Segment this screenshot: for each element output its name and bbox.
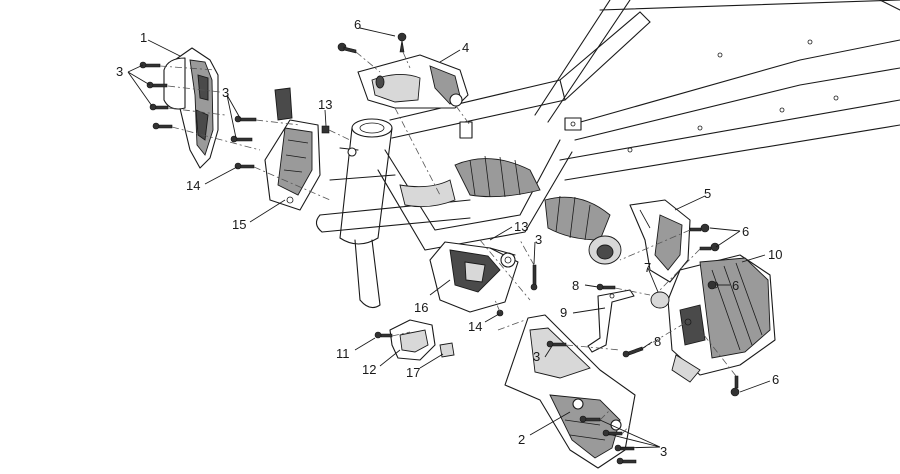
callout-10: 10 [768, 247, 782, 262]
callout-13-upper: 13 [318, 97, 332, 112]
callout-4: 4 [462, 40, 469, 55]
callout-3-upper-mid: 3 [222, 85, 229, 100]
callout-11: 11 [336, 346, 350, 361]
callout-12: 12 [362, 362, 376, 377]
callout-9: 9 [560, 305, 567, 320]
callout-6-mid-right: 6 [732, 278, 739, 293]
assembly-lines [159, 51, 737, 435]
callout-16: 16 [414, 300, 428, 315]
callout-7: 7 [644, 260, 651, 275]
part-9-bracket [587, 289, 635, 353]
part-7-plug [650, 291, 670, 309]
callout-6-top: 6 [354, 17, 361, 32]
callout-6-right: 6 [742, 224, 749, 239]
callout-3-bottom: 3 [660, 444, 667, 459]
callout-3-center: 3 [535, 232, 542, 247]
callout-1: 1 [140, 30, 147, 45]
callout-15: 15 [232, 217, 246, 232]
leader-lines [127, 27, 771, 449]
part-12-small-bracket [389, 319, 436, 361]
callout-3-left: 3 [116, 64, 123, 79]
part-15-bracket [264, 87, 321, 211]
part-17-small-block [439, 342, 455, 358]
fasteners [139, 32, 740, 465]
callout-labels: 1 3 3 3 3 3 4 6 13 14 15 5 6 10 6 13 16 … [116, 17, 782, 459]
part-2-lower-cover [504, 314, 636, 469]
callout-6-bottom: 6 [772, 372, 779, 387]
callout-8-upper: 8 [572, 278, 579, 293]
callout-17: 17 [406, 365, 420, 380]
callout-8-lower: 8 [654, 334, 661, 349]
callout-14-center: 14 [468, 319, 482, 334]
callout-3-lower-mid: 3 [533, 349, 540, 364]
part-4-top-cover [357, 54, 469, 109]
part-1-side-cover [163, 47, 219, 169]
part-10-large-cover [667, 254, 776, 383]
intake-duct [399, 155, 622, 265]
callout-2: 2 [518, 432, 525, 447]
part-16-bracket [429, 241, 519, 313]
callout-5: 5 [704, 186, 711, 201]
callout-14-left: 14 [186, 178, 200, 193]
callout-13-center: 13 [514, 219, 528, 234]
motorcycle-frame [315, 0, 900, 309]
